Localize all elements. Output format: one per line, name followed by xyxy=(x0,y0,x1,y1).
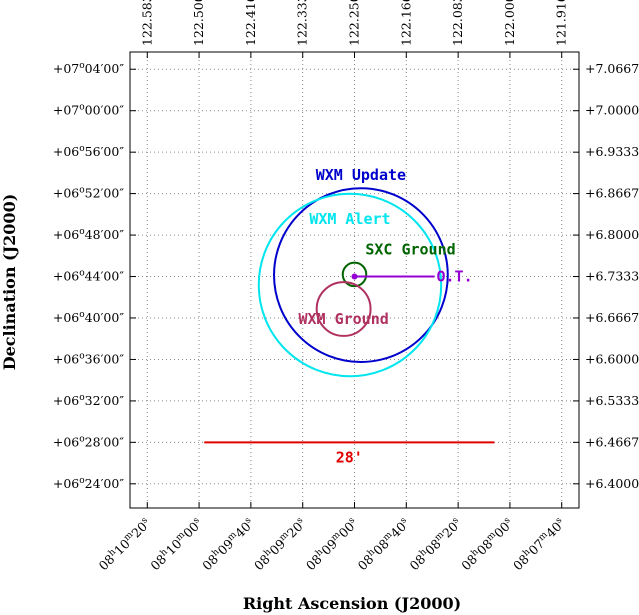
x-tick-label-bottom: 08h09m20s xyxy=(251,515,309,573)
optical-transient-label: O.T. xyxy=(437,268,473,286)
scale-bar-label: 28' xyxy=(336,448,363,466)
y-tick-label-right: +6.5333 xyxy=(585,393,639,408)
x-tick-label-bottom: 08h10m00s xyxy=(147,515,205,573)
y-tick-label-left: +06o52′00″ xyxy=(53,186,124,201)
region-label: SXC Ground xyxy=(365,241,455,259)
y-axis-title: Declination (J2000) xyxy=(0,194,19,371)
tick-labels: 122.5833 08h10m20s 122.5000 08h10m00s 122.41… xyxy=(53,0,639,573)
y-tick-label-right: +6.9333 xyxy=(585,144,639,159)
x-tick-label-bottom: 08h08m40s xyxy=(355,515,413,573)
region-wxm-ground xyxy=(315,281,372,337)
x-tick-label-top: 122.2500 xyxy=(347,0,362,46)
x-tick-label-top: 121.9167 xyxy=(554,0,569,46)
y-tick-label-right: +6.4000 xyxy=(585,476,639,491)
region-label: WXM Alert xyxy=(309,210,390,228)
x-tick-label-top: 122.3333 xyxy=(295,0,310,46)
y-tick-label-left: +06o48′00″ xyxy=(53,227,124,242)
y-tick-label-right: +6.6667 xyxy=(585,310,639,325)
y-tick-label-left: +07o04′00″ xyxy=(53,61,124,76)
y-tick-label-left: +06o44′00″ xyxy=(53,269,124,284)
y-tick-label-left: +06o24′00″ xyxy=(53,476,124,491)
x-tick-label-top: 122.0833 xyxy=(450,0,465,46)
y-tick-label-left: +06o32′00″ xyxy=(53,393,124,408)
x-tick-label-bottom: 08h08m20s xyxy=(406,515,464,573)
y-tick-label-left: +07o00′00″ xyxy=(53,103,124,118)
x-tick-label-top: 122.5000 xyxy=(191,0,206,46)
y-tick-label-right: +6.6000 xyxy=(585,351,639,366)
x-axis-title: Right Ascension (J2000) xyxy=(243,594,461,613)
y-tick-label-right: +7.0667 xyxy=(585,61,639,76)
x-tick-label-bottom: 08h08m00s xyxy=(458,515,516,573)
x-tick-label-top: 122.4167 xyxy=(243,0,258,46)
y-tick-label-left: +06o36′00″ xyxy=(53,351,124,366)
y-tick-label-right: +7.0000 xyxy=(585,103,639,118)
region-sxc-ground xyxy=(341,261,368,288)
y-tick-label-left: +06o28′00″ xyxy=(53,434,124,449)
y-tick-label-right: +6.8000 xyxy=(585,227,639,242)
axis-ticks xyxy=(130,52,579,508)
error-regions xyxy=(257,187,449,378)
y-tick-label-right: +6.8667 xyxy=(585,186,639,201)
x-tick-label-bottom: 08h09m40s xyxy=(199,515,257,573)
y-tick-label-left: +06o40′00″ xyxy=(53,310,124,325)
y-tick-label-right: +6.4667 xyxy=(585,434,639,449)
region-label: WXM Ground xyxy=(298,310,388,328)
x-tick-label-bottom: 08h09m00s xyxy=(303,515,361,573)
y-tick-label-left: +06o56′00″ xyxy=(53,144,124,159)
region-wxm-update xyxy=(273,187,449,363)
x-tick-label-bottom: 08h07m40s xyxy=(510,515,568,573)
y-tick-label-right: +6.7333 xyxy=(585,269,639,284)
x-tick-label-top: 122.1667 xyxy=(398,0,413,46)
region-wxm-alert xyxy=(257,192,443,378)
x-tick-label-top: 122.0000 xyxy=(502,0,517,46)
region-label: WXM Update xyxy=(316,166,406,184)
x-tick-label-top: 122.5833 xyxy=(139,0,154,46)
grid-lines xyxy=(130,52,579,508)
x-tick-label-bottom: 08h10m20s xyxy=(96,515,154,573)
